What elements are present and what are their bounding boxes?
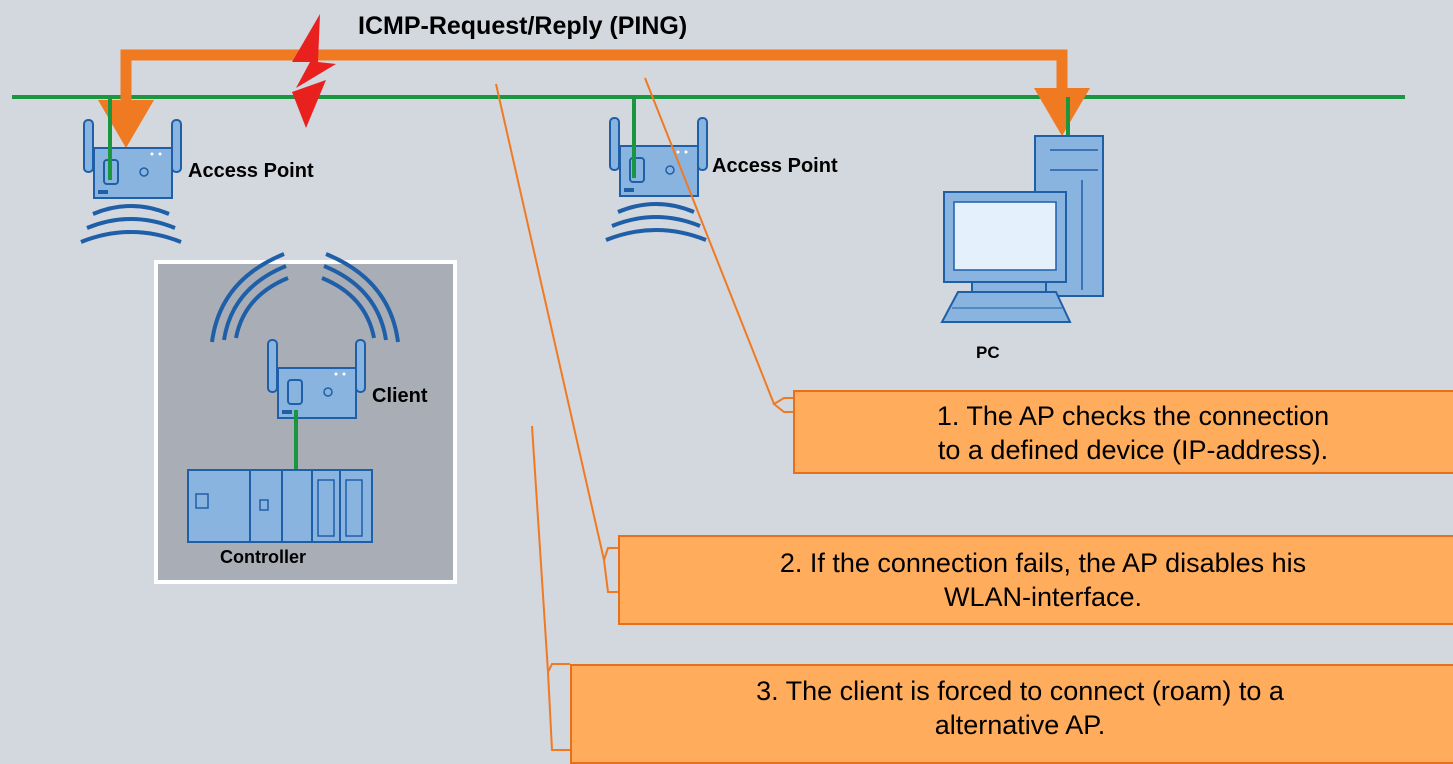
callout-step-3: 3. The client is forced to connect (roam…: [570, 664, 1453, 764]
callout-step-1-line-1: 1. The AP checks the connection: [936, 401, 1330, 431]
connection-failure-lightning-icon: [292, 14, 336, 128]
access-point-2-label: Access Point: [712, 155, 838, 177]
ap1-radio-waves-icon: [79, 204, 183, 244]
client-radio-waves-icon: [210, 252, 400, 343]
callout-step-2-line-2: WLAN-interface.: [943, 582, 1143, 612]
callout-step-2: 2. If the connection fails, the AP disab…: [618, 535, 1453, 625]
client-controller-box: [154, 252, 457, 584]
pc-label: PC: [976, 343, 1000, 362]
diagram-title: ICMP-Request/Reply (PING): [358, 12, 688, 40]
pc-icon: [940, 97, 1104, 323]
callout-step-1-line-2: to a defined device (IP-address).: [937, 435, 1329, 465]
controller-label: Controller: [220, 547, 307, 567]
ping-arrow: [98, 49, 1090, 148]
access-point-2-icon: [609, 117, 708, 197]
controller-icon: [187, 469, 373, 543]
client-label: Client: [372, 385, 428, 407]
callout-leaders: [495, 77, 794, 751]
callout-step-2-line-1: 2. If the connection fails, the AP disab…: [779, 548, 1307, 578]
callout-step-1: 1. The AP checks the connection to a def…: [793, 390, 1453, 474]
callout-step-3-line-1: 3. The client is forced to connect (roam…: [756, 676, 1284, 706]
callout-step-3-line-2: alternative AP.: [934, 710, 1106, 740]
ap2-radio-waves-icon: [604, 202, 708, 242]
access-point-1-label: Access Point: [188, 160, 314, 182]
